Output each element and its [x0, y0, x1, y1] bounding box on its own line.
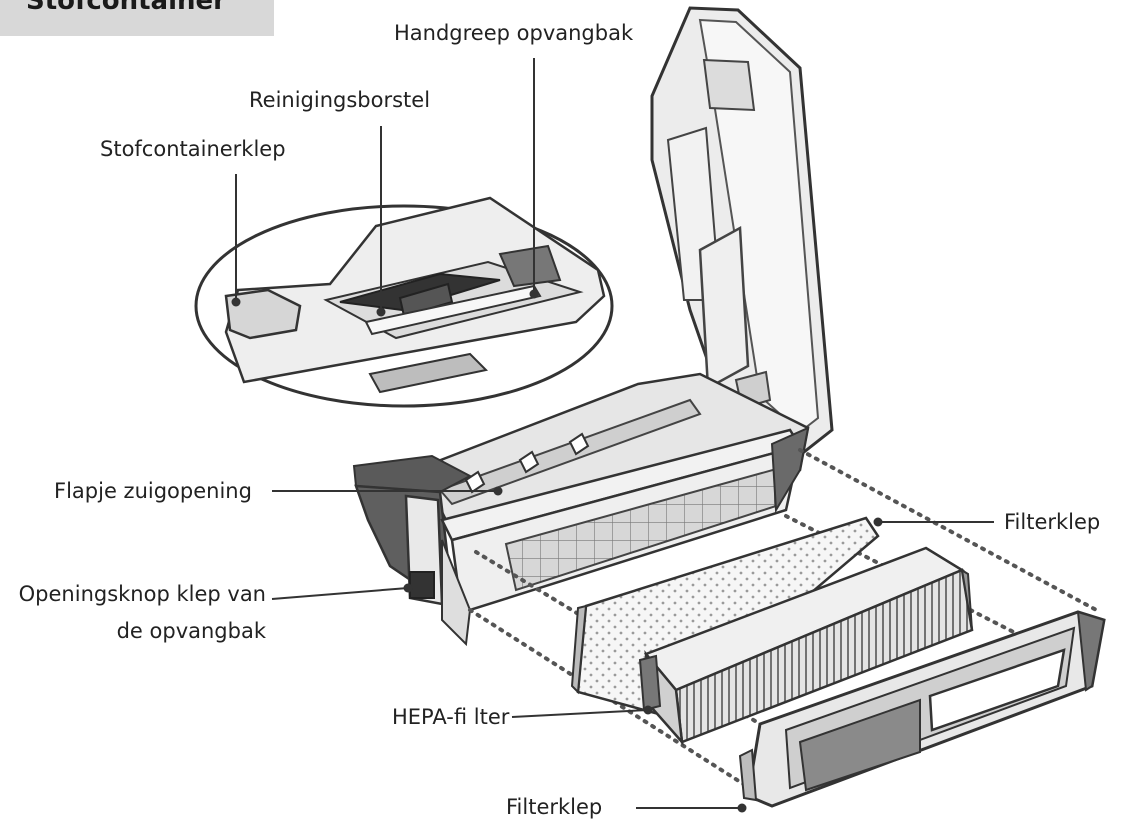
label-handgreep-opvangbak: Handgreep opvangbak	[394, 21, 634, 45]
label-hepa-filter: HEPA-fi lter	[392, 705, 510, 729]
label-filterklep-right: Filterklep	[1004, 510, 1101, 534]
label-filterklep-bottom: Filterklep	[506, 795, 603, 819]
container-lid	[650, 6, 834, 454]
filter-cover	[738, 610, 1106, 808]
section-title: Stofcontainer	[26, 0, 226, 16]
leader-dots	[231, 289, 883, 813]
container-body	[352, 372, 810, 647]
label-stofcontainerklep: Stofcontainerklep	[100, 137, 286, 161]
label-openingsknop-line2: de opvangbak	[116, 619, 266, 643]
label-reinigingsborstel: Reinigingsborstel	[249, 88, 431, 112]
leader-lines	[235, 58, 994, 809]
section-header-tab: Stofcontainer	[0, 0, 274, 36]
magnified-inset	[194, 196, 614, 408]
hepa-filter	[638, 546, 974, 746]
label-flapje-zuigopening: Flapje zuigopening	[54, 479, 252, 503]
label-openingsknop-line1: Openingsknop klep van	[18, 582, 266, 606]
